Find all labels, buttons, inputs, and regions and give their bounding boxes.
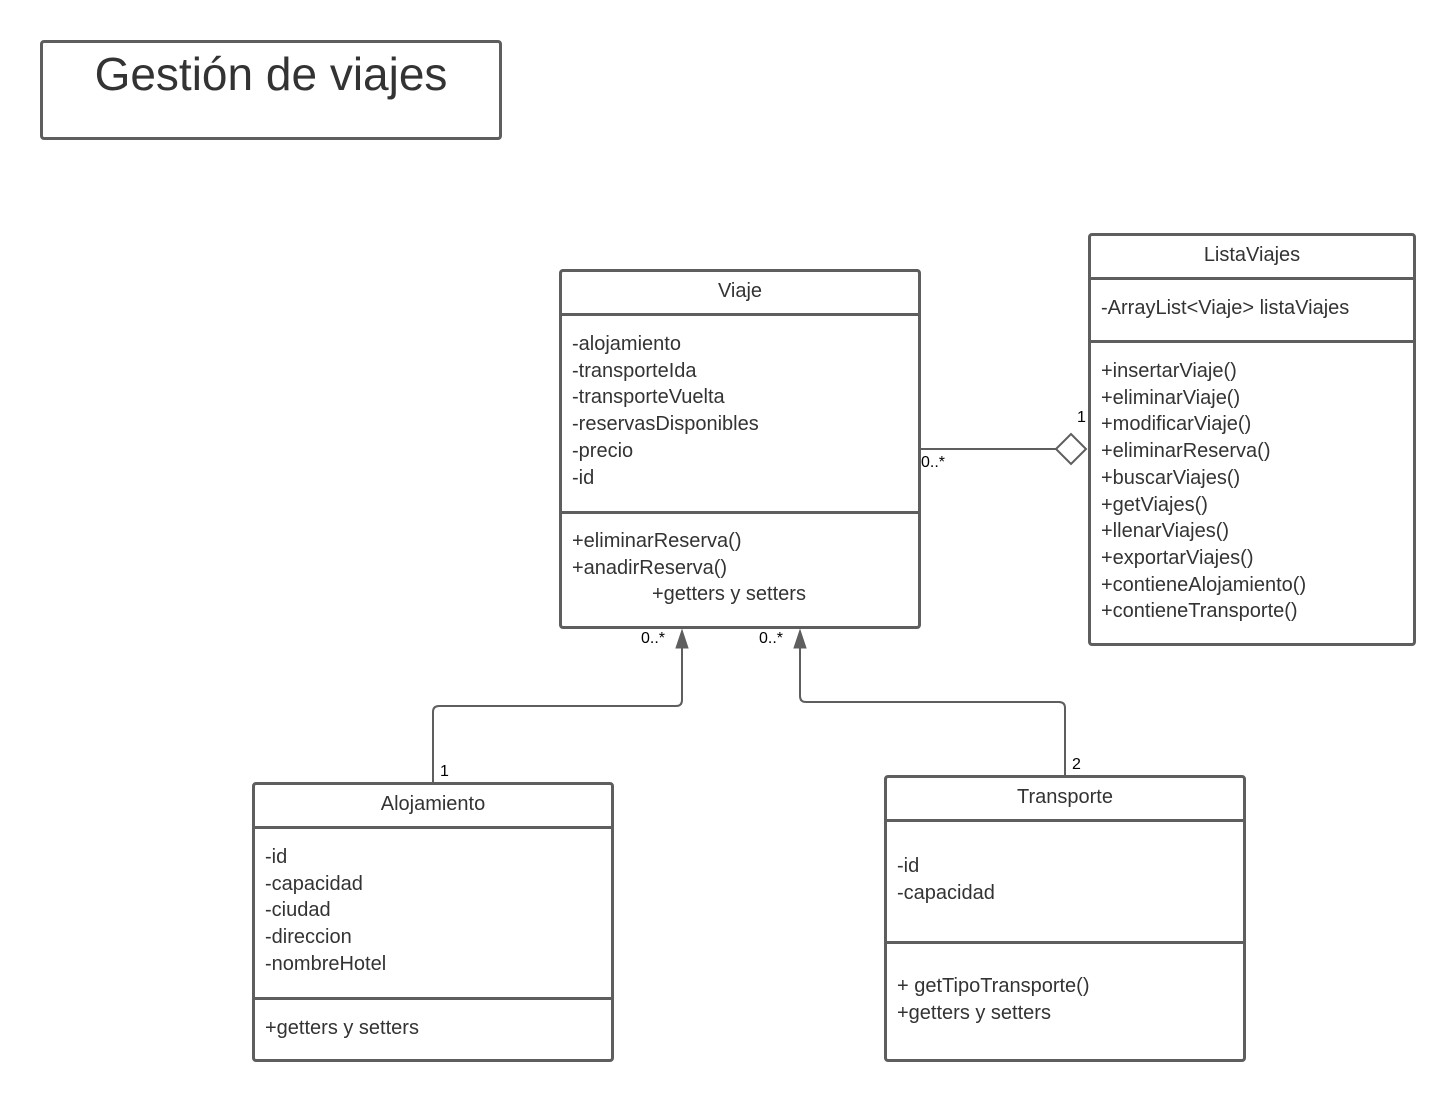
method: +getters y setters: [652, 583, 806, 606]
class-listaviajes-name: ListaViajes: [1203, 244, 1301, 266]
class-listaviajes-methods: +insertarViaje() +eliminarViaje() +modif…: [1101, 358, 1407, 625]
class-alojamiento-methods: +getters y setters: [265, 1015, 605, 1042]
attribute: -transporteIda: [572, 359, 697, 382]
method: +eliminarViaje(): [1101, 386, 1241, 409]
attribute: -capacidad: [265, 872, 363, 895]
class-alojamiento-name: Alojamiento: [380, 793, 486, 815]
aggregation-diamond: [1054, 432, 1088, 466]
class-viaje-attr-divider: [562, 511, 918, 514]
mult-alojamiento-viaje-alojamiento-end: 1: [440, 763, 449, 780]
class-alojamiento: Alojamiento -id -capacidad -ciudad -dire…: [252, 782, 614, 1062]
mult-viaje-lista-lista-end: 1: [1077, 409, 1086, 426]
class-alojamiento-name-divider: [255, 826, 611, 829]
attribute: -alojamiento: [572, 333, 681, 355]
method: +exportarViajes(): [1101, 546, 1254, 569]
method: + getTipoTransporte(): [897, 975, 1090, 997]
mult-alojamiento-viaje-viaje-end: 0..*: [641, 630, 665, 647]
class-alojamiento-attr-divider: [255, 997, 611, 1000]
method: +modificarViaje(): [1101, 413, 1252, 436]
arrowhead-alojamiento-viaje: [675, 628, 689, 649]
attribute: -ciudad: [265, 899, 331, 922]
diagram-title: Gestión de viajes: [94, 48, 448, 100]
class-transporte: Transporte -id -capacidad + getTipoTrans…: [884, 775, 1246, 1062]
attribute: -id: [572, 466, 595, 489]
method: +eliminarReserva(): [1101, 440, 1271, 463]
attribute: -direccion: [265, 926, 352, 949]
method: +eliminarReserva(): [572, 530, 742, 552]
attribute: -id: [897, 855, 920, 877]
class-listaviajes-attributes: -ArrayList<Viaje> listaViajes: [1101, 295, 1407, 322]
association-line-transporte-viaje: [799, 644, 1066, 776]
method: +contieneAlojamiento(): [1101, 573, 1307, 596]
class-viaje-name: Viaje: [717, 280, 763, 302]
class-transporte-name-divider: [887, 819, 1243, 822]
class-transporte-attr-divider: [887, 941, 1243, 944]
method: +insertarViaje(): [1101, 360, 1237, 382]
mult-transporte-viaje-transporte-end: 2: [1072, 756, 1081, 773]
attribute: -ArrayList<Viaje> listaViajes: [1101, 297, 1350, 319]
method: +getViajes(): [1101, 493, 1208, 516]
class-viaje: Viaje -alojamiento -transporteIda -trans…: [559, 269, 921, 629]
class-listaviajes-attr-divider: [1091, 340, 1413, 343]
association-line-alojamiento-viaje: [432, 644, 683, 783]
attribute: -precio: [572, 439, 634, 462]
attribute: -transporteVuelta: [572, 386, 725, 409]
class-viaje-attributes: -alojamiento -transporteIda -transporteV…: [572, 331, 912, 491]
class-viaje-name-divider: [562, 313, 918, 316]
class-viaje-methods: +eliminarReserva() +anadirReserva() +get…: [572, 528, 912, 608]
class-listaviajes: ListaViajes -ArrayList<Viaje> listaViaje…: [1088, 233, 1416, 646]
method: +getters y setters: [897, 1001, 1051, 1024]
diagram-title-box: Gestión de viajes: [40, 40, 502, 140]
class-transporte-methods: + getTipoTransporte() +getters y setters: [897, 973, 1237, 1026]
attribute: -capacidad: [897, 881, 995, 904]
method: +buscarViajes(): [1101, 466, 1241, 489]
method: +contieneTransporte(): [1101, 600, 1298, 623]
attribute: -nombreHotel: [265, 952, 387, 975]
method: +getters y setters: [265, 1017, 419, 1039]
method: +llenarViajes(): [1101, 520, 1230, 543]
attribute: -id: [265, 846, 288, 868]
class-transporte-attributes: -id -capacidad: [897, 853, 1237, 906]
arrowhead-transporte-viaje: [793, 628, 807, 649]
class-listaviajes-name-divider: [1091, 277, 1413, 280]
attribute: -reservasDisponibles: [572, 413, 759, 436]
mult-transporte-viaje-viaje-end: 0..*: [759, 630, 783, 647]
class-alojamiento-attributes: -id -capacidad -ciudad -direccion -nombr…: [265, 844, 605, 978]
mult-viaje-lista-viaje-end: 0..*: [921, 454, 945, 471]
method: +anadirReserva(): [572, 556, 728, 579]
class-transporte-name: Transporte: [1017, 786, 1113, 808]
